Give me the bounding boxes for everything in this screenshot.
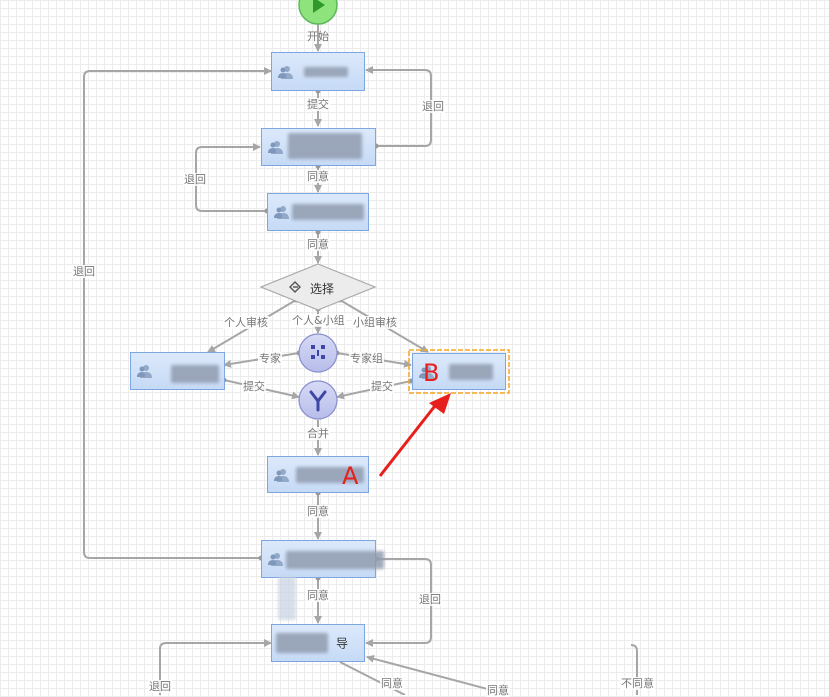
user-icon (419, 365, 434, 379)
edge-label-merge: 合并 (306, 427, 330, 440)
edge-label-submit1: 提交 (306, 98, 330, 111)
task-node-expert[interactable] (130, 352, 225, 390)
play-icon (313, 0, 325, 13)
user-icon (268, 553, 283, 566)
annotation-marker-a: A (342, 462, 359, 490)
edge-label-expert-group: 专家组 (349, 352, 384, 365)
start-label: 开始 (307, 30, 329, 43)
edge-label-expert: 专家 (258, 352, 282, 365)
edge-label-agree2: 同意 (306, 238, 330, 251)
blurred-label (292, 204, 364, 220)
edge-label-agree1: 同意 (306, 170, 330, 183)
blurred-label (171, 365, 219, 383)
task-node-2[interactable] (261, 128, 376, 166)
task-node-5[interactable] (261, 540, 384, 578)
edge-label-personal-review: 个人审核 (223, 316, 269, 329)
merge-gateway[interactable] (298, 380, 338, 420)
edge-label-return-left: 退回 (72, 265, 96, 278)
blurred-overflow (278, 576, 296, 620)
edge-label-submit2: 提交 (242, 380, 266, 393)
choice-gateway[interactable] (259, 263, 377, 311)
annotation-arrow (378, 393, 451, 477)
merge-icon (309, 390, 327, 412)
edge-disagree (630, 644, 638, 695)
edge-return-left (83, 67, 272, 559)
choice-icon (289, 281, 301, 293)
edge-label-agree4: 同意 (306, 589, 330, 602)
blurred-label (304, 67, 348, 77)
split-gateway[interactable] (298, 333, 338, 373)
edge-label-return1: 退回 (421, 100, 445, 113)
task-node-3[interactable] (267, 193, 369, 231)
blurred-label (296, 467, 364, 483)
split-icon (311, 345, 325, 359)
edge-label-personal-group: 个人&小组 (291, 314, 346, 327)
user-icon (137, 365, 152, 378)
blurred-label (449, 364, 493, 380)
edge-label-return2: 退回 (183, 173, 207, 186)
selection-box (408, 349, 510, 394)
edge-label-return4: 退回 (148, 680, 172, 693)
node-label: 导 (336, 636, 349, 651)
edge-return4 (159, 639, 272, 695)
edge-label-disagree: 不同意 (620, 677, 655, 690)
task-node-a[interactable] (267, 456, 369, 493)
edge-label-return3: 退回 (418, 593, 442, 606)
blurred-label (276, 633, 328, 653)
edge-label-agree6: 同意 (486, 684, 510, 697)
task-node-b[interactable] (412, 353, 506, 390)
annotation-marker-b: B (423, 359, 440, 387)
blurred-label (286, 551, 384, 569)
edge-label-agree3: 同意 (306, 505, 330, 518)
edge-label-submit3: 提交 (370, 380, 394, 393)
edge-label-agree5: 同意 (380, 677, 404, 690)
task-node-6[interactable]: 导 (271, 624, 365, 662)
choice-label: 选择 (310, 282, 335, 296)
task-node-1[interactable] (271, 52, 365, 91)
edge-label-group-review: 小组审核 (352, 316, 398, 329)
user-icon (274, 206, 289, 219)
start-event[interactable] (298, 0, 338, 25)
user-icon (274, 468, 289, 482)
blurred-label (288, 133, 362, 159)
user-icon (278, 65, 293, 79)
user-icon (268, 141, 283, 154)
